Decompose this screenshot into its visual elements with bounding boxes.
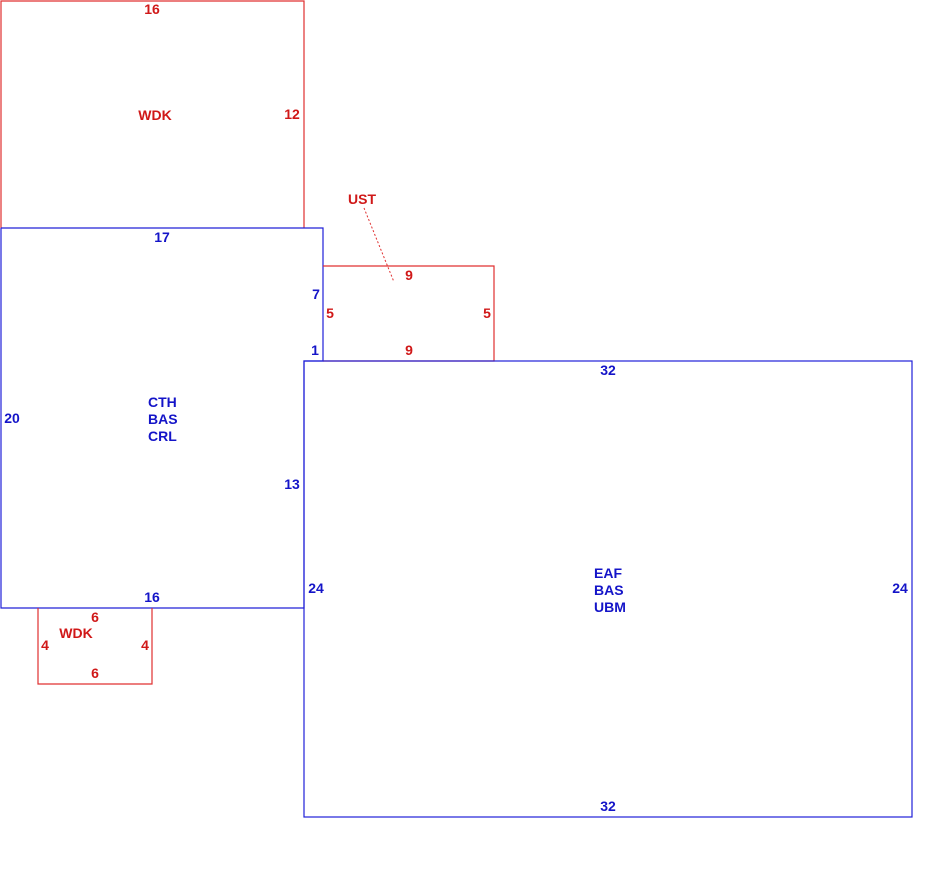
eaf-outline xyxy=(303,360,913,818)
ust-leader-line xyxy=(363,207,395,283)
eaf-dim-top: 32 xyxy=(600,362,616,378)
wdk-top-code: WDK xyxy=(138,107,171,123)
cth-dim-right-step: 1 xyxy=(311,342,319,358)
cth-dim-right-upper: 7 xyxy=(312,286,320,302)
eaf-code-1: EAF xyxy=(594,565,622,581)
eaf-dim-left: 24 xyxy=(308,580,324,596)
ust-dim-left: 5 xyxy=(326,305,334,321)
cth-code-3: CRL xyxy=(148,428,177,444)
eaf-area: 32 24 24 32 EAF BAS UBM xyxy=(303,360,913,818)
wdk-small-outline xyxy=(37,608,153,685)
ust-dim-right: 5 xyxy=(483,305,491,321)
eaf-code-3: UBM xyxy=(594,599,626,615)
ust-dim-bottom: 9 xyxy=(405,342,413,358)
cth-code-2: BAS xyxy=(148,411,178,427)
ust-dim-top: 9 xyxy=(405,267,413,283)
cth-code-1: CTH xyxy=(148,394,177,410)
wdk-small-area: 6 4 4 6 WDK xyxy=(37,608,153,685)
cth-dim-top: 17 xyxy=(154,229,170,245)
eaf-dim-bottom: 32 xyxy=(600,798,616,814)
wdk-top-dim-right: 12 xyxy=(284,106,300,122)
eaf-code-2: BAS xyxy=(594,582,624,598)
ust-code: UST xyxy=(348,191,376,207)
wdk-small-dim-top: 6 xyxy=(91,609,99,625)
wdk-small-dim-left: 4 xyxy=(41,637,49,653)
wdk-top-dim-top: 16 xyxy=(144,1,160,17)
wdk-top-outline xyxy=(0,0,305,228)
cth-dim-left: 20 xyxy=(4,410,20,426)
wdk-small-code: WDK xyxy=(59,625,92,641)
wdk-top-area: 16 12 WDK xyxy=(0,0,305,228)
wdk-small-dim-right: 4 xyxy=(141,637,149,653)
cth-dim-right-lower: 13 xyxy=(284,476,300,492)
cth-dim-bottom: 16 xyxy=(144,589,160,605)
eaf-dim-right: 24 xyxy=(892,580,908,596)
ust-area: UST 9 5 5 9 xyxy=(323,191,495,362)
cth-area: 17 20 7 1 13 16 CTH BAS CRL xyxy=(0,227,324,609)
wdk-small-dim-bottom: 6 xyxy=(91,665,99,681)
